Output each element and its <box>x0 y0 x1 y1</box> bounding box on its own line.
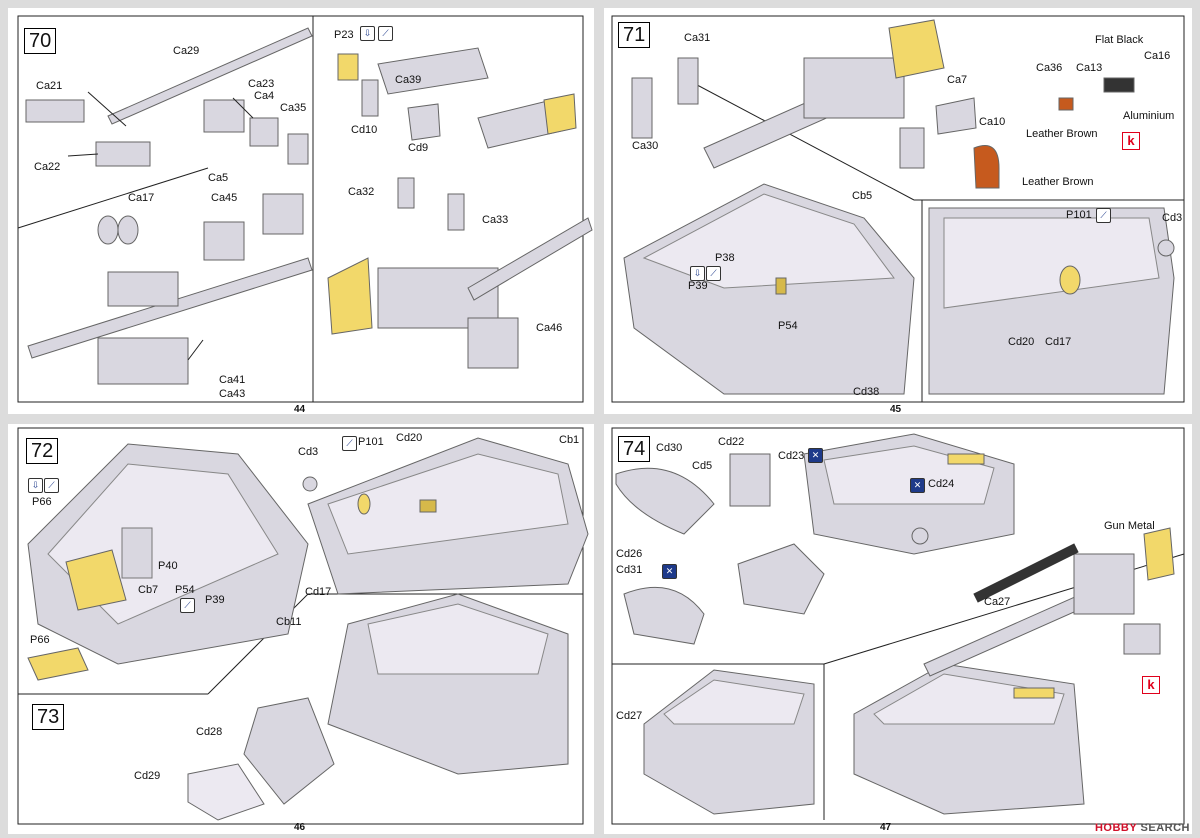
bend-icon: ⟋ <box>44 478 59 493</box>
part-label: Ca23 <box>248 78 275 90</box>
watermark: HOBBY SEARCH <box>1095 822 1190 834</box>
part-label: P101 <box>358 436 384 448</box>
page-46: 72 73 ⇩ ⟋ P66 Cb7 P40 P54 P39 ⟋ Cb11 P66… <box>8 424 594 834</box>
watermark-rest: SEARCH <box>1140 822 1190 834</box>
part-label: Ca22 <box>34 161 61 173</box>
page-45: 71 Ca31 Ca30 Ca7 Ca10 Leather Brown Flat… <box>604 8 1192 414</box>
part-label: Ca16 <box>1144 50 1171 62</box>
part-label: Cd31 <box>616 564 643 576</box>
paint-label: Gun Metal <box>1104 520 1155 532</box>
part-label: P40 <box>158 560 178 572</box>
paint-label: Flat Black <box>1095 34 1144 46</box>
part-label: Cb5 <box>852 190 873 202</box>
part-label: Cd10 <box>351 124 378 136</box>
step-number: 70 <box>24 28 57 54</box>
k-marker: k <box>1142 676 1160 694</box>
parts-icon: ⇩ <box>28 478 43 493</box>
part-label: Ca41 <box>219 374 246 386</box>
part-label: P23 <box>334 29 354 41</box>
part-label: Cd20 <box>1008 336 1035 348</box>
part-label: Cd5 <box>692 460 713 472</box>
part-label: Ca30 <box>632 140 659 152</box>
part-label: Ca5 <box>208 172 229 184</box>
part-label: Ca29 <box>173 45 200 57</box>
bend-icon: ⟋ <box>342 436 357 451</box>
part-label: Ca27 <box>984 596 1011 608</box>
step-number: 74 <box>618 436 651 462</box>
cross-icon: ✕ <box>910 478 925 493</box>
part-label: Cd3 <box>1162 212 1183 224</box>
paint-label: Aluminium <box>1123 110 1175 122</box>
part-label: P39 <box>688 280 708 292</box>
cross-icon: ✕ <box>662 564 677 579</box>
step-number: 73 <box>32 704 65 730</box>
part-label: P66 <box>30 634 50 646</box>
page-45-drawing <box>611 15 1185 403</box>
part-label: Ca35 <box>280 102 307 114</box>
part-label: P101 <box>1066 209 1092 221</box>
parts-icon: ⇩ <box>690 266 705 281</box>
part-label: Cb7 <box>138 584 159 596</box>
watermark-brand: HOBBY <box>1094 822 1137 834</box>
part-label: Cd9 <box>408 142 429 154</box>
part-label: Cd23 <box>778 450 805 462</box>
part-label: P54 <box>778 320 798 332</box>
paint-label: Leather Brown <box>1026 128 1098 140</box>
page-47-drawing <box>611 427 1185 825</box>
part-label: Cd3 <box>298 446 319 458</box>
bend-icon: ⟋ <box>706 266 721 281</box>
page-number: 47 <box>880 822 892 833</box>
bend-icon: ⟋ <box>180 598 195 613</box>
part-label: Cb11 <box>276 616 302 628</box>
parts-icon: ⇩ <box>360 26 375 41</box>
part-label: Cd24 <box>928 478 955 490</box>
part-label: Ca17 <box>128 192 155 204</box>
page-47: 74 Cd30 Cd22 Cd5 Cd23 ✕ ✕ Cd24 Cd26 Cd31… <box>604 424 1192 834</box>
part-label: Cd17 <box>1045 336 1072 348</box>
part-label: Ca39 <box>395 74 422 86</box>
page-46-drawing <box>17 427 589 825</box>
part-label: Ca10 <box>979 116 1006 128</box>
page-number: 46 <box>294 822 306 833</box>
part-label: Ca31 <box>684 32 711 44</box>
part-label: Ca45 <box>211 192 238 204</box>
part-label: Cd20 <box>396 432 423 444</box>
part-label: Ca46 <box>536 322 563 334</box>
part-label: Ca7 <box>947 74 968 86</box>
page-number: 45 <box>890 404 902 414</box>
part-label: Leather Brown <box>1022 176 1094 188</box>
page-number: 44 <box>294 404 306 414</box>
part-label: P66 <box>32 496 52 508</box>
part-label: Ca21 <box>36 80 63 92</box>
part-label: Cd38 <box>853 386 880 398</box>
part-label: Cd29 <box>134 770 161 782</box>
part-label: P54 <box>175 584 195 596</box>
part-label: Cd17 <box>305 586 332 598</box>
step-number: 71 <box>618 22 651 48</box>
k-marker: k <box>1122 132 1140 150</box>
step-number: 72 <box>26 438 59 464</box>
bend-icon: ⟋ <box>378 26 393 41</box>
part-label: Ca13 <box>1076 62 1103 74</box>
part-label: Ca43 <box>219 388 246 400</box>
cross-icon: ✕ <box>808 448 823 463</box>
part-label: P39 <box>205 594 225 606</box>
page-44: 70 Ca29 Ca21 Ca22 Ca23 Ca4 Ca35 Ca5 Ca17… <box>8 8 594 414</box>
part-label: Ca4 <box>254 90 275 102</box>
part-label: Ca32 <box>348 186 375 198</box>
part-label: Cb1 <box>559 434 580 446</box>
part-label: Cd22 <box>718 436 745 448</box>
part-label: Ca36 <box>1036 62 1063 74</box>
bend-icon: ⟋ <box>1096 208 1111 223</box>
part-label: Cd26 <box>616 548 643 560</box>
part-label: P38 <box>715 252 735 264</box>
part-label: Cd27 <box>616 710 643 722</box>
part-label: Cd28 <box>196 726 223 738</box>
part-label: Cd30 <box>656 442 683 454</box>
part-label: Ca33 <box>482 214 509 226</box>
page-44-drawing <box>17 15 593 403</box>
